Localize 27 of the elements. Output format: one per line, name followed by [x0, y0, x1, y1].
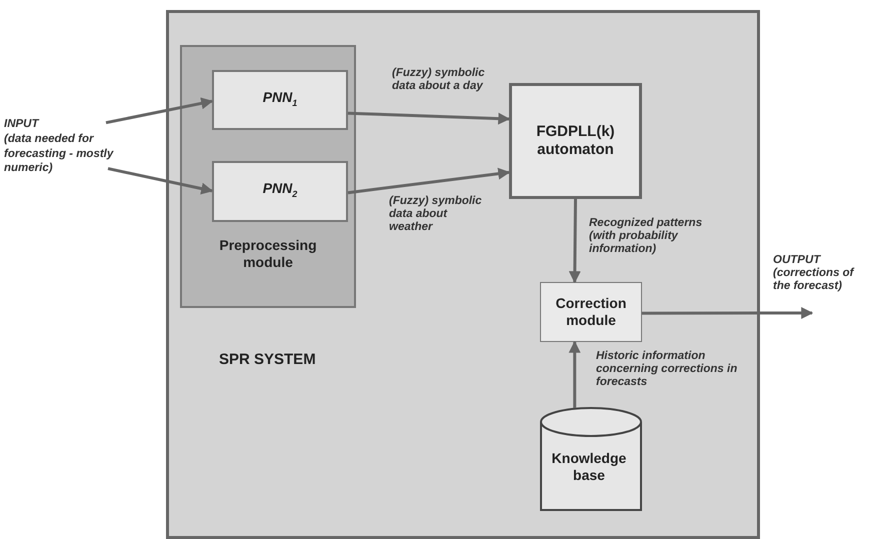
module-panel — [180, 45, 356, 308]
node-label: Correction module — [554, 295, 628, 329]
node-label: Preprocessing module — [218, 237, 318, 271]
node-label: PNN$_{1}$ — [262, 88, 298, 110]
process-box — [540, 282, 642, 342]
system-title: SPR SYSTEM — [219, 351, 316, 369]
process-box — [212, 70, 348, 130]
arrow — [568, 198, 581, 284]
process-box — [212, 161, 348, 222]
edge-label: (Fuzzy) symbolic data about a day — [392, 67, 486, 93]
arrow — [348, 168, 510, 194]
node-label: FGDPLL(k) automaton — [535, 123, 616, 159]
arrow — [106, 97, 214, 124]
node-label: Knowledge base — [550, 450, 628, 484]
edge-label: OUTPUT (corrections of the forecast) — [773, 254, 856, 293]
arrow — [348, 112, 510, 125]
system-boundary — [166, 10, 760, 539]
arrow — [108, 167, 214, 194]
process-box — [509, 83, 642, 199]
edge-label: Recognized patterns (with probability information) — [589, 217, 704, 256]
edge-label: (Fuzzy) symbolic data about weather — [389, 195, 483, 234]
arrow — [642, 307, 814, 320]
node-label: PNN$_{2}$ — [262, 180, 298, 201]
input-description: (data needed for forecasting - mostly numeric) — [4, 132, 114, 176]
input-heading: INPUT — [4, 117, 38, 132]
edge-label: Historic information concerning corrections in forecasts — [596, 350, 738, 389]
arrow — [568, 340, 581, 408]
